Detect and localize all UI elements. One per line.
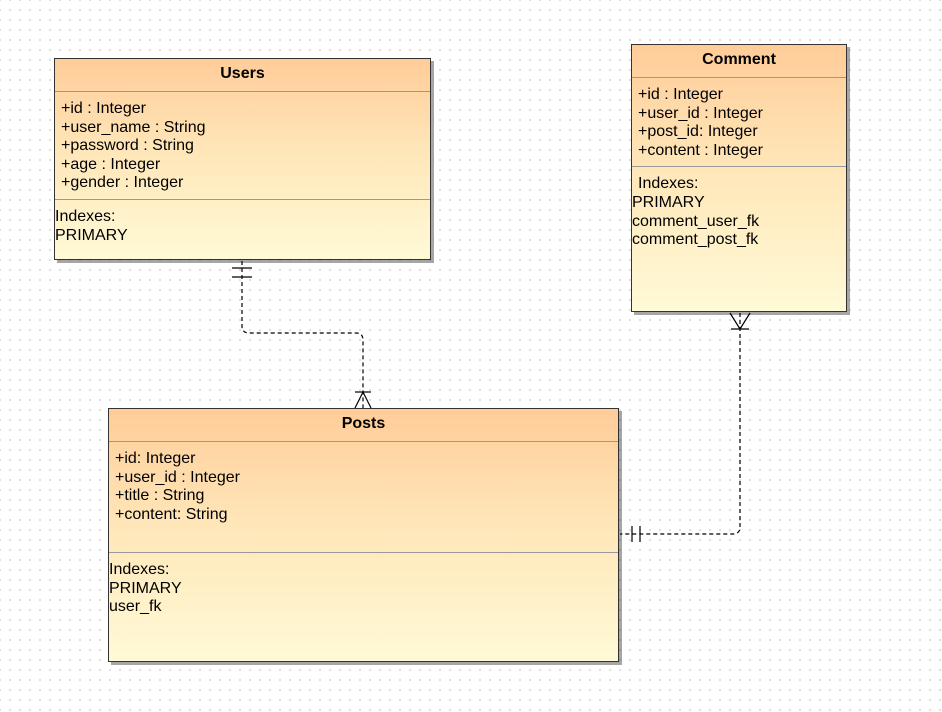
relationship-line[interactable] bbox=[620, 313, 741, 535]
attribute-list: +id: Integer +user_id : Integer +title :… bbox=[109, 442, 618, 553]
entity-title: Users bbox=[55, 59, 430, 92]
indexes-label: Indexes: bbox=[109, 561, 170, 578]
index-row[interactable]: comment_user_fk bbox=[632, 212, 760, 230]
attribute-row[interactable]: +title : String bbox=[115, 487, 205, 505]
index-row[interactable]: PRIMARY bbox=[632, 193, 705, 211]
relationship-users-posts[interactable] bbox=[232, 261, 372, 409]
attribute-row[interactable]: +id : Integer bbox=[61, 100, 146, 117]
attribute-row[interactable]: +password : String bbox=[61, 137, 194, 155]
attribute-row[interactable]: +post_id: Integer bbox=[638, 123, 758, 141]
attribute-row[interactable]: +age : Integer bbox=[61, 155, 161, 173]
index-list: Indexes: PRIMARY user_fk bbox=[109, 553, 618, 617]
indexes-label: Indexes: bbox=[55, 207, 116, 225]
entity-users[interactable]: Users +id : Integer +user_name : String … bbox=[54, 58, 431, 260]
index-row[interactable]: PRIMARY bbox=[109, 579, 182, 597]
attribute-row[interactable]: +content: String bbox=[115, 505, 228, 523]
entity-comment[interactable]: Comment +id : Integer +user_id : Integer… bbox=[631, 44, 847, 312]
zero-or-many-marker bbox=[729, 312, 751, 330]
attribute-row[interactable]: +content : Integer bbox=[638, 141, 763, 159]
index-row[interactable]: user_fk bbox=[109, 598, 162, 616]
attribute-row[interactable]: +id : Integer bbox=[638, 86, 723, 103]
entity-posts[interactable]: Posts +id: Integer +user_id : Integer +t… bbox=[108, 408, 619, 662]
index-list: Indexes: PRIMARY comment_user_fk comment… bbox=[632, 167, 846, 249]
attribute-list: +id : Integer +user_name : String +passw… bbox=[55, 92, 430, 200]
attribute-row[interactable]: +user_id : Integer bbox=[638, 104, 763, 122]
relationship-comment-posts[interactable] bbox=[620, 312, 751, 542]
one-and-only-one-marker bbox=[631, 526, 641, 542]
entity-title: Comment bbox=[632, 45, 846, 78]
one-and-only-one-marker bbox=[232, 267, 252, 278]
index-list: Indexes: PRIMARY bbox=[55, 200, 430, 245]
entity-title: Posts bbox=[109, 409, 618, 442]
index-row[interactable]: comment_post_fk bbox=[632, 231, 759, 249]
attribute-row[interactable]: +user_name : String bbox=[61, 118, 206, 136]
attribute-list: +id : Integer +user_id : Integer +post_i… bbox=[632, 78, 846, 168]
attribute-row[interactable]: +id: Integer bbox=[115, 450, 196, 467]
one-or-many-marker bbox=[354, 391, 372, 409]
attribute-row[interactable]: +user_id : Integer bbox=[115, 468, 240, 486]
attribute-row[interactable]: +gender : Integer bbox=[61, 174, 184, 192]
relationship-line[interactable] bbox=[241, 261, 364, 408]
index-row[interactable]: PRIMARY bbox=[55, 226, 128, 244]
indexes-label: Indexes: bbox=[638, 175, 699, 193]
